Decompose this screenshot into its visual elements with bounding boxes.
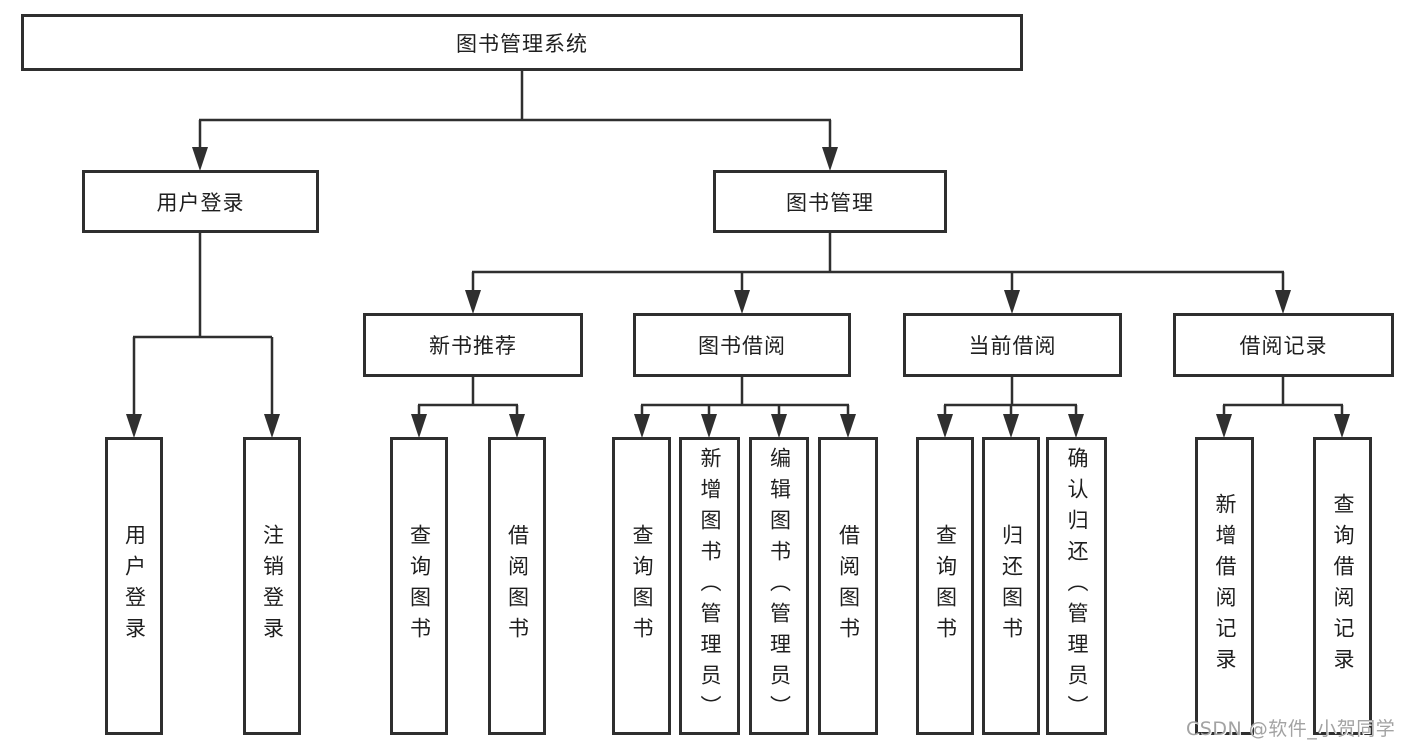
node-label: 借阅图书 bbox=[505, 524, 530, 648]
node-label: 确认归还（管理员） bbox=[1065, 446, 1089, 726]
node-label: 查询图书 bbox=[630, 524, 654, 648]
leaf-edit-books-admin: 编辑图书（管理员） bbox=[749, 437, 809, 735]
node-label: 图书管理系统 bbox=[456, 31, 588, 56]
node-label: 借阅记录 bbox=[1239, 334, 1328, 358]
leaf-add-borrow-record: 新增借阅记录 bbox=[1195, 437, 1254, 735]
leaf-return-books: 归还图书 bbox=[982, 437, 1040, 735]
node-user-login: 用户登录 bbox=[82, 170, 319, 233]
node-label: 新书推荐 bbox=[429, 334, 517, 358]
leaf-query-books-current: 查询图书 bbox=[916, 437, 974, 735]
node-label: 用户登录 bbox=[156, 190, 245, 215]
node-book-management: 图书管理 bbox=[713, 170, 947, 233]
node-label: 借阅图书 bbox=[836, 524, 861, 648]
node-label: 图书管理 bbox=[786, 190, 874, 215]
node-current-borrow: 当前借阅 bbox=[903, 313, 1122, 377]
node-label: 查询借阅记录 bbox=[1331, 493, 1355, 679]
leaf-query-borrow-record: 查询借阅记录 bbox=[1313, 437, 1372, 735]
node-new-book-recommend: 新书推荐 bbox=[363, 313, 583, 377]
node-label: 用户登录 bbox=[122, 524, 147, 648]
node-label: 新增借阅记录 bbox=[1213, 493, 1237, 679]
node-label: 图书借阅 bbox=[698, 334, 786, 358]
leaf-borrow-books-recommend: 借阅图书 bbox=[488, 437, 546, 735]
node-label: 归还图书 bbox=[999, 524, 1024, 648]
node-label: 新增图书（管理员） bbox=[698, 446, 722, 726]
node-library-management-system: 图书管理系统 bbox=[21, 14, 1023, 71]
csdn-watermark: CSDN @软件_小贺同学 bbox=[1186, 718, 1396, 740]
leaf-user-login: 用户登录 bbox=[105, 437, 163, 735]
node-book-borrow: 图书借阅 bbox=[633, 313, 851, 377]
leaf-borrow-books: 借阅图书 bbox=[818, 437, 878, 735]
node-label: 编辑图书（管理员） bbox=[767, 446, 792, 726]
node-borrow-records: 借阅记录 bbox=[1173, 313, 1394, 377]
leaf-logout: 注销登录 bbox=[243, 437, 301, 735]
node-label: 当前借阅 bbox=[968, 334, 1057, 358]
leaf-query-books-borrow: 查询图书 bbox=[612, 437, 671, 735]
leaf-query-books-recommend: 查询图书 bbox=[390, 437, 448, 735]
node-label: 查询图书 bbox=[933, 524, 958, 648]
node-label: 查询图书 bbox=[407, 524, 432, 648]
node-label: 注销登录 bbox=[260, 524, 285, 648]
leaf-confirm-return-admin: 确认归还（管理员） bbox=[1046, 437, 1107, 735]
leaf-add-books-admin: 新增图书（管理员） bbox=[679, 437, 740, 735]
